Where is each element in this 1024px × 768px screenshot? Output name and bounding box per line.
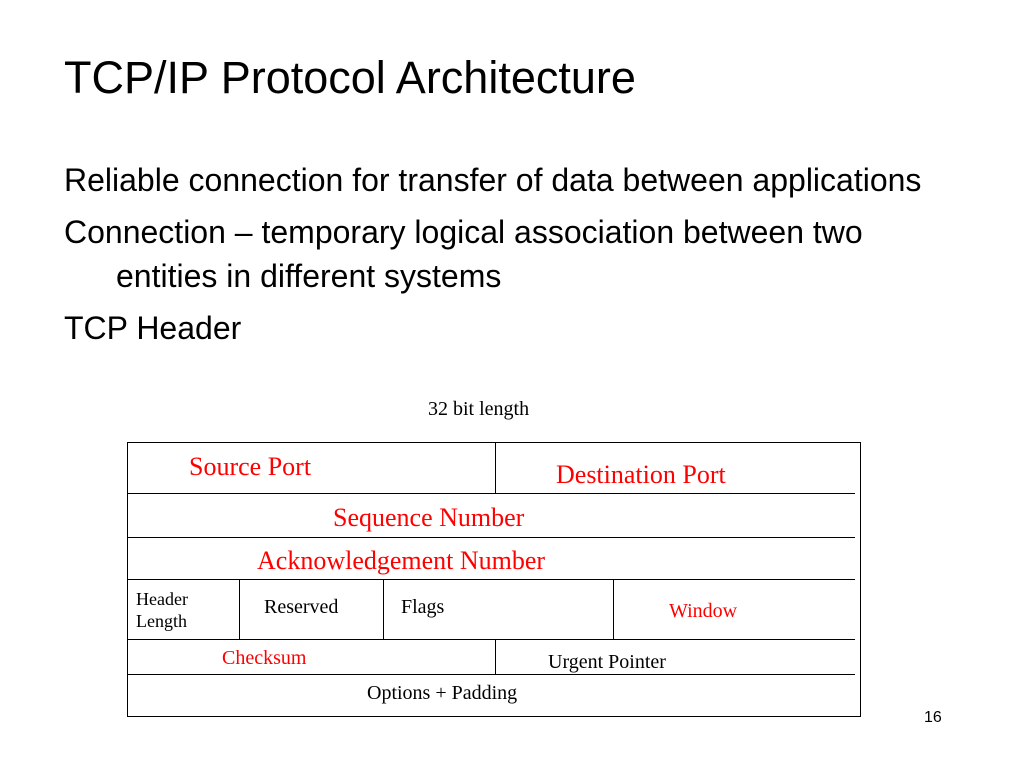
bullet-item: Reliable connection for transfer of data… — [64, 162, 922, 198]
field-sequence-number: Sequence Number — [333, 503, 525, 532]
row-divider — [127, 639, 855, 640]
field-header-length-line: Length — [136, 611, 187, 631]
field-window: Window — [669, 600, 738, 622]
field-checksum: Checksum — [222, 647, 307, 669]
field-urgent-pointer: Urgent Pointer — [548, 651, 666, 673]
row-divider — [127, 537, 855, 538]
field-flags: Flags — [401, 596, 445, 618]
row-divider — [127, 674, 855, 675]
bullet-item: Connection – temporary logical associati… — [64, 214, 863, 294]
field-divider — [495, 639, 496, 675]
field-source-port: Source Port — [189, 452, 312, 481]
bullet-item: TCP Header — [64, 310, 242, 346]
bullet-list: Reliable connection for transfer of data… — [64, 158, 944, 358]
field-acknowledgement-number: Acknowledgement Number — [257, 546, 546, 575]
slide-title: TCP/IP Protocol Architecture — [64, 52, 636, 103]
row-divider — [127, 493, 855, 494]
header-width-label: 32 bit length — [428, 398, 530, 420]
page-number: 16 — [924, 709, 942, 726]
field-header-length-line: Header — [136, 589, 188, 609]
field-divider — [239, 579, 240, 640]
header-frame — [127, 442, 861, 717]
field-divider — [383, 579, 384, 640]
field-divider — [495, 442, 496, 494]
field-reserved: Reserved — [264, 596, 339, 618]
field-destination-port: Destination Port — [556, 460, 726, 489]
field-options-padding: Options + Padding — [367, 682, 518, 704]
field-divider — [613, 579, 614, 640]
row-divider — [127, 579, 855, 580]
field-header-length: Header Length — [136, 588, 188, 632]
